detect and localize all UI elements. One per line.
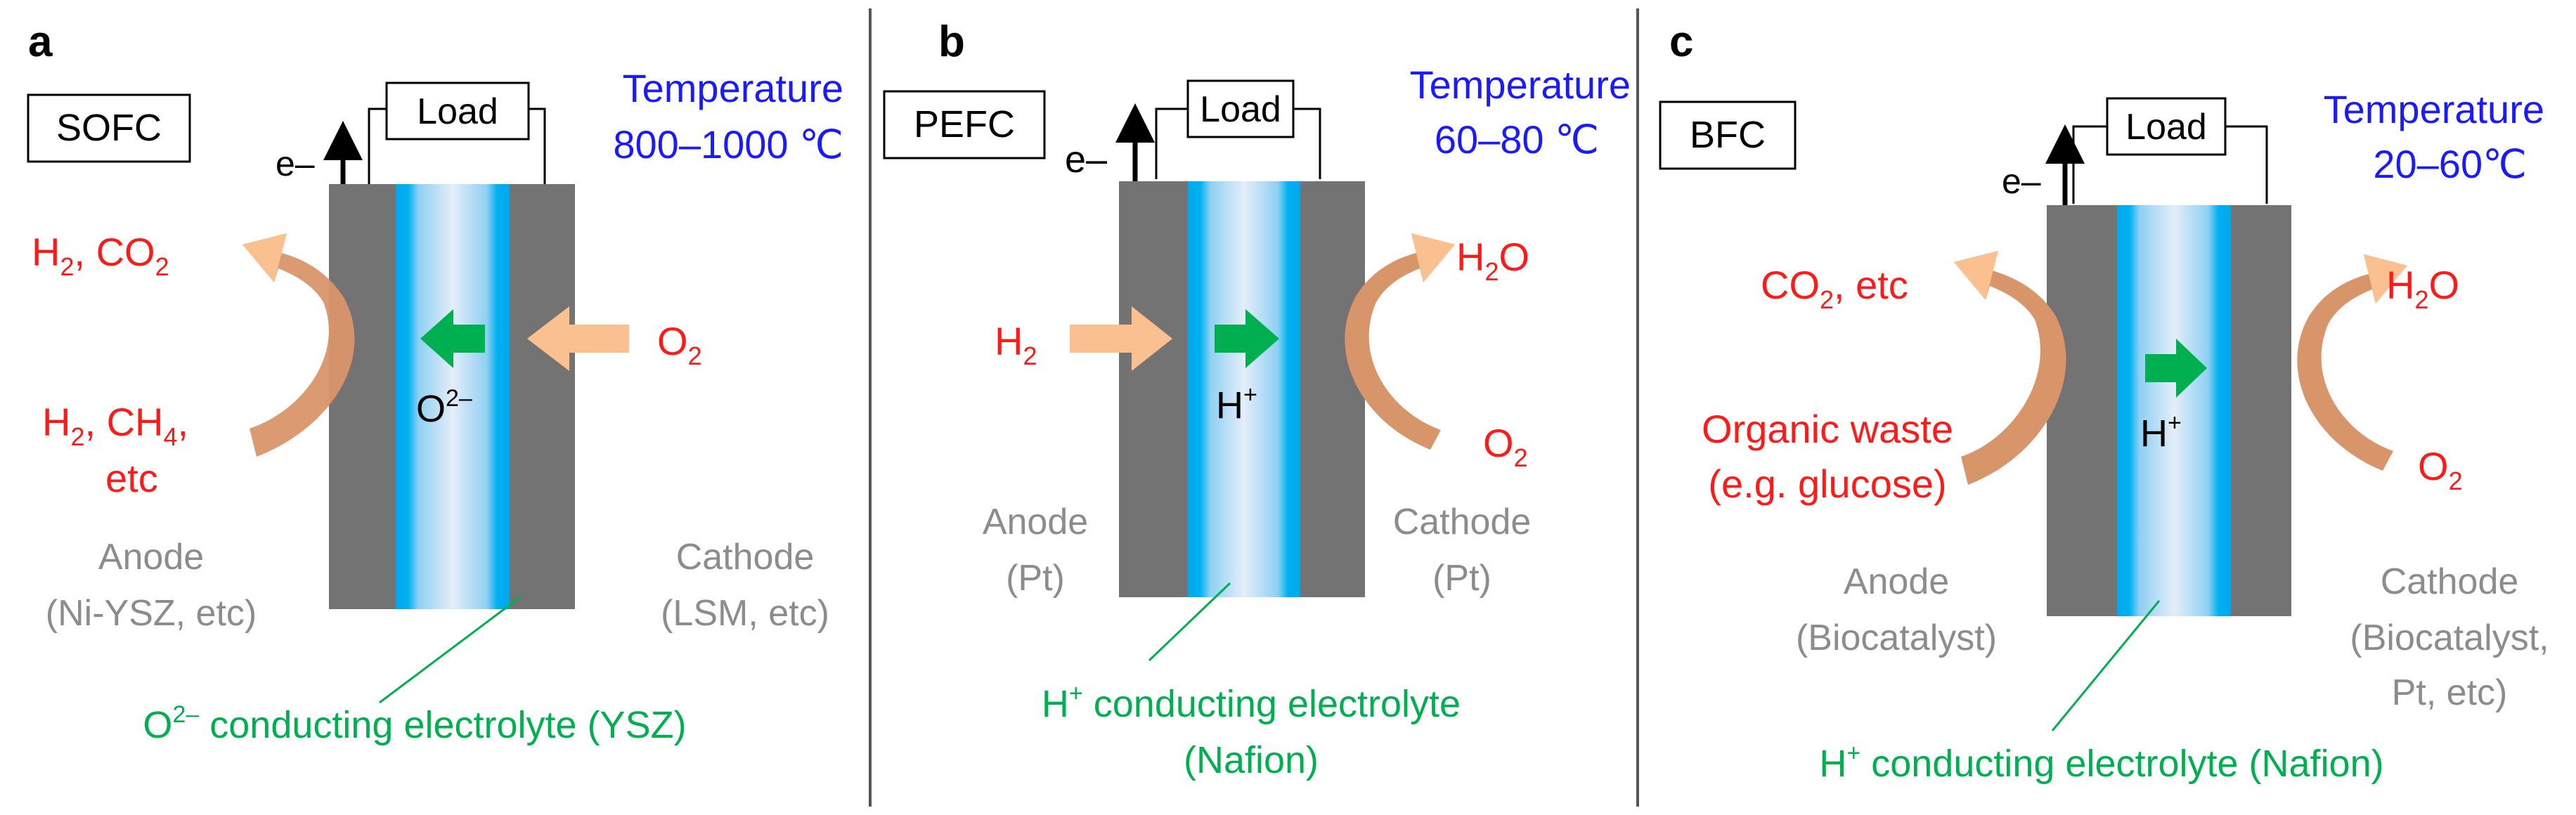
- cathode-curved-arrow-head: [2364, 254, 2407, 304]
- cathode-electrode: [510, 184, 575, 609]
- cell-type-label: BFC: [1690, 114, 1766, 156]
- anode-curved-arrow: [242, 233, 355, 457]
- anode-output-species: H2, CO2: [32, 230, 169, 281]
- cathode-material-line2: Pt, etc): [2392, 672, 2508, 713]
- anode-output-species: CO2, etc: [1761, 263, 1908, 314]
- ion-label: H+: [1216, 382, 1257, 426]
- circuit-wire: [2072, 125, 2107, 204]
- cathode-material: (Pt): [1432, 558, 1491, 599]
- cathode-input-species: O2: [1483, 421, 1528, 472]
- temperature-value: 60–80 ℃: [1435, 117, 1599, 162]
- panel-b-pefc: b PEFC Load e– Temperature 60–80 ℃ H+ H2…: [883, 18, 1631, 781]
- cell-type-box: [27, 93, 191, 163]
- anode-label: Anode: [98, 537, 204, 578]
- temperature-label: Temperature: [623, 66, 843, 110]
- temperature-label: Temperature: [1410, 63, 1631, 107]
- cathode-input-species: O2: [657, 319, 702, 370]
- anode-input-species-line2: (e.g. glucose): [1708, 462, 1946, 506]
- electrolyte: [1188, 181, 1300, 597]
- oxygen-input-arrow: [527, 306, 629, 371]
- ion-arrow: [420, 309, 485, 368]
- electrolyte-callout-line: [2051, 600, 2161, 731]
- cathode-output-species: H2O: [2386, 263, 2459, 314]
- circuit-wire: [529, 107, 546, 184]
- anode-material: (Pt): [1006, 558, 1065, 599]
- circuit-wire: [1155, 107, 1188, 179]
- load-label: Load: [417, 91, 498, 132]
- cathode-electrode: [2231, 205, 2291, 616]
- cell-type-label: SOFC: [56, 107, 162, 149]
- cathode-curved-arrow: [1345, 233, 1455, 450]
- anode-curved-arrow-head: [242, 233, 287, 282]
- cell-type-box: [1659, 100, 1797, 170]
- cathode-curved-arrow-head: [1411, 233, 1455, 282]
- electron-label: e–: [2002, 162, 2041, 201]
- cathode-label: Cathode: [2381, 561, 2519, 602]
- load-label: Load: [2125, 107, 2207, 148]
- panel-letter: a: [28, 18, 53, 66]
- anode-input-species: H2, CH4,: [42, 400, 188, 451]
- panel-letter: b: [938, 18, 965, 66]
- load-box: [1186, 79, 1295, 138]
- electrolyte-label: H+ conducting electrolyte (Nafion): [1819, 740, 2383, 785]
- circuit-wire: [368, 107, 387, 184]
- electrolyte-label: H+ conducting electrolyte: [1042, 680, 1461, 725]
- cathode-input-species: O2: [2418, 444, 2463, 495]
- electrolyte-callout-line: [379, 596, 521, 704]
- load-box: [2106, 97, 2227, 156]
- electrolyte-label-line2: (Nafion): [1184, 739, 1319, 781]
- load-box: [385, 82, 530, 141]
- cathode-output-species: H2O: [1456, 235, 1529, 286]
- cathode-material: (Biocatalyst,: [2350, 618, 2549, 658]
- hydrogen-input-arrow: [1070, 306, 1172, 371]
- anode-label: Anode: [983, 502, 1088, 542]
- anode-input-species-etc: etc: [105, 456, 158, 500]
- temperature-value: 20–60℃: [2373, 142, 2527, 186]
- ion-arrow: [1215, 309, 1279, 368]
- electrolyte: [2117, 205, 2231, 616]
- panel-c-bfc: c BFC Load e– Temperature 20–60℃ H+ CO2,…: [1659, 18, 2549, 785]
- anode-material: (Biocatalyst): [1796, 618, 1997, 658]
- anode-label: Anode: [1844, 561, 1949, 602]
- circuit-wire: [2225, 125, 2268, 204]
- electrolyte-label: O2– conducting electrolyte (YSZ): [143, 701, 686, 746]
- electrolyte: [396, 184, 510, 609]
- cell-type-label: PEFC: [914, 103, 1015, 145]
- electron-label: e–: [1065, 138, 1107, 181]
- anode-input-species: Organic waste: [1702, 407, 1953, 451]
- ion-arrow: [2145, 339, 2207, 398]
- ion-label: O2–: [416, 385, 472, 430]
- panel-a-sofc: a SOFC Load e– Temperature 800–1000 ℃ O2…: [27, 18, 843, 746]
- cell-type-box: [883, 90, 1046, 159]
- anode-curved-arrow: [1954, 251, 2066, 485]
- electrolyte-callout-line: [1148, 582, 1231, 662]
- anode-input-species: H2: [995, 319, 1037, 370]
- panel-letter: c: [1669, 18, 1693, 66]
- anode-electrode: [329, 184, 396, 609]
- temperature-value: 800–1000 ℃: [613, 122, 843, 167]
- cathode-curved-arrow: [2297, 254, 2407, 471]
- temperature-label: Temperature: [2324, 87, 2544, 131]
- anode-electrode: [1119, 181, 1188, 597]
- anode-material: (Ni-YSZ, etc): [46, 593, 257, 634]
- cathode-electrode: [1300, 181, 1365, 597]
- electron-label: e–: [276, 144, 315, 183]
- anode-electrode: [2047, 205, 2117, 616]
- cathode-label: Cathode: [676, 537, 815, 578]
- anode-curved-arrow-head: [1954, 251, 1998, 300]
- load-label: Load: [1200, 89, 1281, 130]
- ion-label: H+: [2140, 410, 2182, 455]
- circuit-wire: [1293, 107, 1321, 179]
- cathode-material: (LSM, etc): [661, 593, 829, 634]
- cathode-label: Cathode: [1393, 502, 1532, 542]
